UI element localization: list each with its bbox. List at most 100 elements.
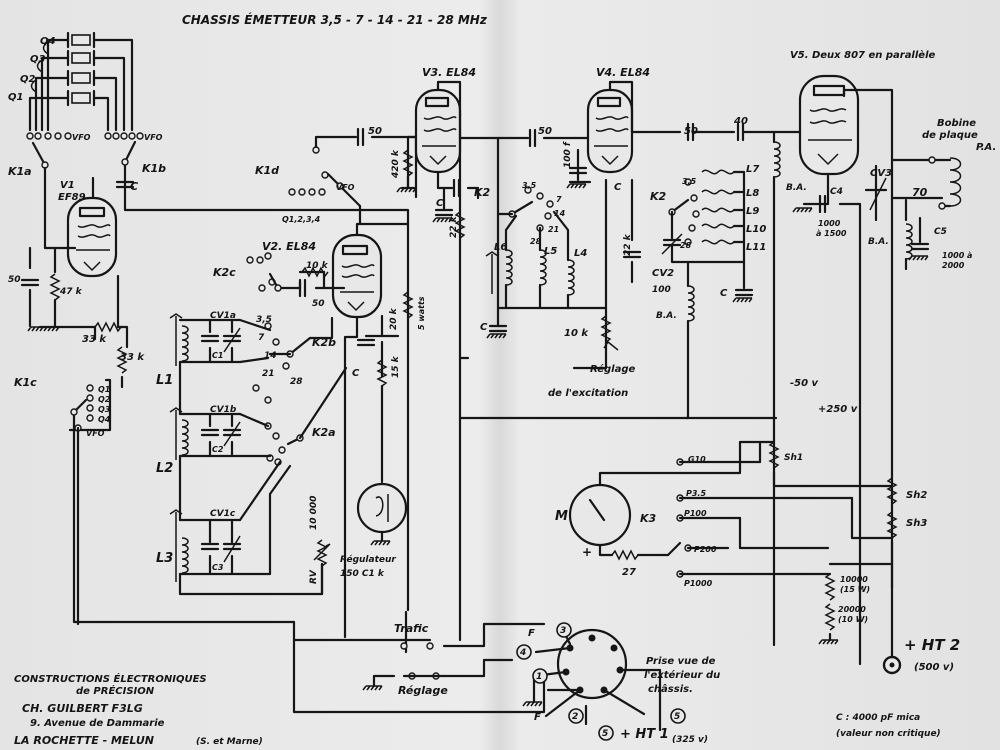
k1c-q1: Q1: [98, 385, 110, 394]
switch-k2c: [246, 252, 282, 292]
reglage-excitation-line1: Réglage: [590, 363, 635, 375]
c5-value-1: 1000 à: [942, 251, 972, 260]
crystal-bank: [28, 31, 134, 132]
trafic-label: Trafic: [394, 622, 429, 635]
r-22k-label: 22 k: [449, 215, 459, 238]
r-10000-15w-2: (15 W): [840, 585, 870, 594]
band-label-3-5-v3: 3,5: [522, 181, 537, 190]
meter-pos-p200: P200: [694, 545, 717, 554]
socket-caption-3: châssis.: [648, 683, 693, 695]
oscillator-tank-l2: [178, 412, 272, 458]
k2-driver-label: K2: [474, 186, 491, 199]
v1-type-label: EF89: [58, 192, 86, 203]
maker-line5: LA ROCHETTE - MELUN: [14, 734, 154, 747]
k1d-label: K1d: [255, 164, 279, 177]
regulateur-line1: Régulateur: [340, 554, 396, 565]
socket-f-top: F: [528, 628, 535, 639]
pin-2: 2: [572, 712, 578, 722]
cap-50-v1: 50: [8, 275, 21, 285]
reglage-excitation-line2: de l'excitation: [548, 388, 628, 399]
tube-v5: [798, 74, 860, 176]
bobine-line1: Bobine: [937, 118, 976, 129]
vfo-label-k1b: VFO: [144, 133, 163, 142]
cap-c-v2: C: [352, 368, 360, 379]
band-label-14-v2: 14: [264, 351, 277, 361]
k1c-q4: Q4: [98, 415, 111, 424]
k1c-q2: Q2: [98, 395, 111, 404]
meter-m: [568, 483, 632, 547]
r-20k-label: 20 k: [389, 307, 399, 330]
cv1b-label: CV1b: [210, 405, 237, 415]
rv-label: RV: [309, 569, 319, 584]
cap-50-v2: 50: [312, 299, 325, 309]
driver-coils: [504, 210, 575, 310]
r-420k-label: 420 k: [391, 149, 401, 179]
r-10k-grid-label: 10 k: [306, 261, 329, 271]
vfo-label-k1d: VFO: [336, 183, 355, 192]
band-label-21-v3: 21: [548, 225, 559, 234]
r-20000-10w-2: (10 W): [838, 615, 868, 624]
ht2-terminal: [882, 655, 902, 675]
cap-50-v3: 50: [538, 126, 552, 137]
cv1a-label: CV1a: [210, 311, 236, 321]
l10-label: L10: [746, 224, 766, 235]
crystal-label-q3: Q3: [30, 54, 46, 65]
l3-label: L3: [156, 551, 173, 566]
ba-label-pa: B.A.: [868, 237, 889, 247]
k1c-q3: Q3: [98, 405, 111, 414]
band-label-7-v3: 7: [556, 195, 562, 204]
bobine-line2: de plaque: [922, 130, 978, 141]
c1-label: C1: [212, 351, 223, 360]
cv3-label: CV3: [870, 168, 892, 179]
ba-label-pi: B.A.: [656, 311, 677, 321]
ht1-value: (325 v): [672, 735, 708, 745]
sh3-label: Sh3: [906, 518, 927, 529]
l6-label: L6: [494, 242, 507, 253]
switch-k1c: [68, 378, 296, 626]
band-label-28-v2: 28: [290, 377, 303, 387]
tube-v1: [66, 196, 118, 278]
switch-k2-pi: [668, 178, 700, 246]
socket-pin-markers: [516, 622, 686, 741]
crystal-label-q4: Q4: [40, 36, 56, 47]
oscillator-tank-l1: [178, 318, 272, 364]
k1c-label: K1c: [14, 376, 37, 389]
r-15k-label: 15 k: [391, 355, 401, 378]
regulateur-line2: 150 C1 k: [340, 569, 385, 579]
reglage-switch: [372, 672, 446, 688]
oscillator-tank-l3: [178, 460, 292, 576]
r-47k-label: 47 k: [59, 287, 83, 297]
l8-label: L8: [746, 188, 759, 199]
c4-value-2: à 1500: [816, 229, 847, 238]
meter-pos-p100: P100: [684, 509, 707, 518]
cap-50-v4: 50: [684, 126, 698, 137]
cap-c-v4: C: [614, 182, 622, 193]
bobine-line3: P.A.: [976, 142, 996, 153]
socket-f-bottom: F: [534, 712, 541, 723]
vfo-label-k1a: VFO: [72, 133, 91, 142]
meter-pos-g10: G10: [688, 455, 706, 464]
ht2-value: (500 v): [914, 662, 954, 673]
socket-caption-1: Prise vue de: [646, 656, 716, 667]
switch-k2a: [264, 366, 348, 466]
k2a-label: K2a: [312, 426, 336, 439]
meter-pos-p3-5: P3.5: [686, 489, 706, 498]
r-20k-note: 5 watts: [417, 296, 426, 330]
r-22k-b-label: 22 k: [623, 233, 633, 256]
maker-line6: (S. et Marne): [196, 737, 263, 747]
note-line2: (valeur non critique): [836, 729, 941, 739]
supply-minus50: -50 v: [790, 378, 819, 389]
band-label-3-5-v2: 3,5: [256, 315, 272, 325]
crystal-q2: [66, 69, 96, 87]
k2c-label: K2c: [213, 266, 236, 279]
socket-caption-2: l'extérieur du: [644, 669, 720, 681]
cap-c-v3: C: [436, 198, 444, 209]
pin-5-ht1: 5: [602, 729, 608, 739]
v2-label: V2. EL84: [262, 240, 316, 253]
supply-plus250: +250 v: [818, 404, 858, 415]
cap-c-label: C: [130, 180, 138, 193]
maker-line1: CONSTRUCTIONS ÉLECTRONIQUES: [14, 672, 207, 685]
crystal-label-q1: Q1: [8, 92, 23, 103]
crystal-label-q2: Q2: [20, 74, 36, 85]
